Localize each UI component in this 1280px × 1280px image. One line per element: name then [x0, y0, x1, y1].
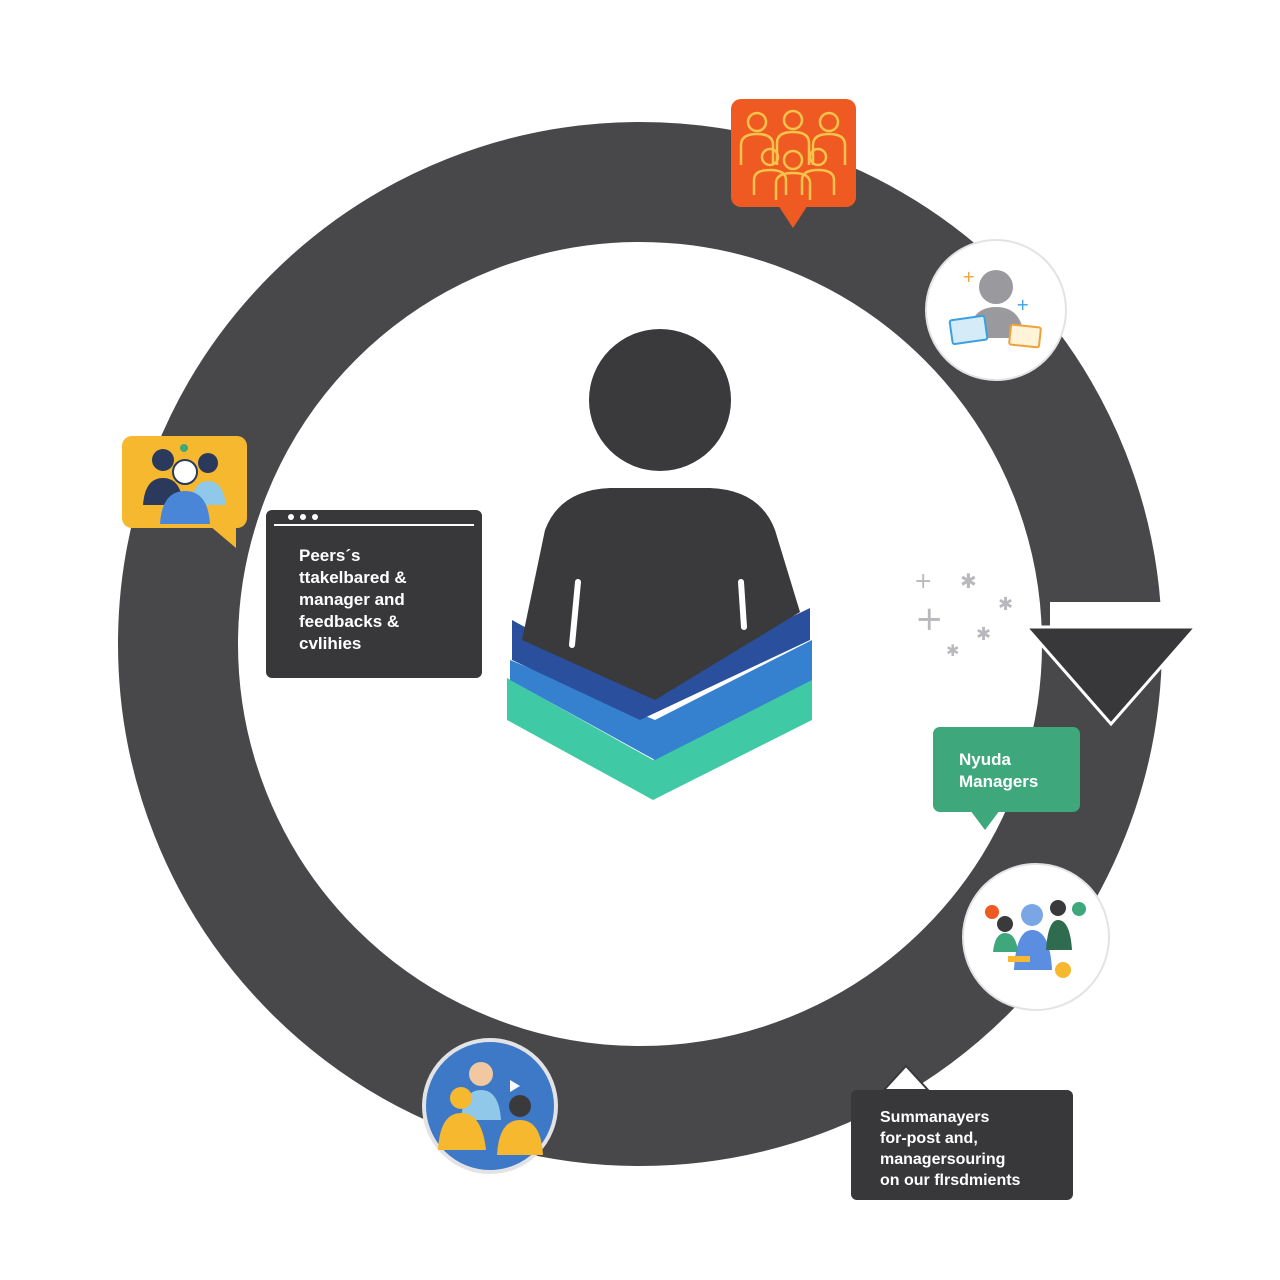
peers-feedback-card: Peers´s ttakelbared & manager and feedba… [266, 510, 482, 678]
profile-feedback-icon: + + [925, 239, 1067, 381]
window-dot [288, 514, 294, 520]
card-line: for-post and, [880, 1130, 978, 1147]
card-line: Summanayers [880, 1109, 990, 1126]
person-icon [522, 329, 800, 700]
svg-text:✱: ✱ [946, 641, 959, 660]
card-line: on our flrsdmients [880, 1172, 1021, 1189]
summary-card: Summanayers for-post and, managersouring… [851, 1090, 1073, 1200]
team-group-icon [731, 99, 856, 228]
card-line: Managers [959, 772, 1039, 791]
collaboration-icon [962, 863, 1110, 1011]
svg-text:✱: ✱ [976, 624, 991, 645]
svg-text:+: + [962, 267, 975, 286]
card-line: Nyuda [959, 750, 1011, 769]
sparkle-icon: + ✱ + ✱ ✱ ✱ [914, 569, 1013, 660]
peer-group-icon [122, 436, 247, 548]
card-titlebar [274, 510, 474, 526]
svg-text:✱: ✱ [998, 594, 1013, 615]
managers-card: Nyuda Managers [933, 727, 1080, 812]
card-line: manager and [299, 590, 405, 609]
svg-text:+: + [914, 569, 932, 594]
managers-card-text: Nyuda Managers [959, 749, 1038, 793]
svg-text:✱: ✱ [960, 569, 977, 593]
card-line: Peers´s [299, 546, 361, 565]
window-dot [312, 514, 318, 520]
card-line: managersouring [880, 1151, 1006, 1168]
card-line: cvlihies [299, 634, 362, 653]
svg-text:+: + [915, 599, 944, 639]
summary-card-text: Summanayers for-post and, managersouring… [880, 1107, 1020, 1191]
card-line: ttakelbared & [299, 568, 407, 587]
family-icon [422, 1038, 558, 1174]
cycle-arrow-head [1022, 625, 1200, 727]
window-dot [300, 514, 306, 520]
card-line: feedbacks & [299, 612, 400, 631]
peers-card-text: Peers´s ttakelbared & manager and feedba… [299, 545, 407, 655]
svg-text:+: + [1016, 295, 1029, 314]
center-chevron [507, 608, 812, 800]
